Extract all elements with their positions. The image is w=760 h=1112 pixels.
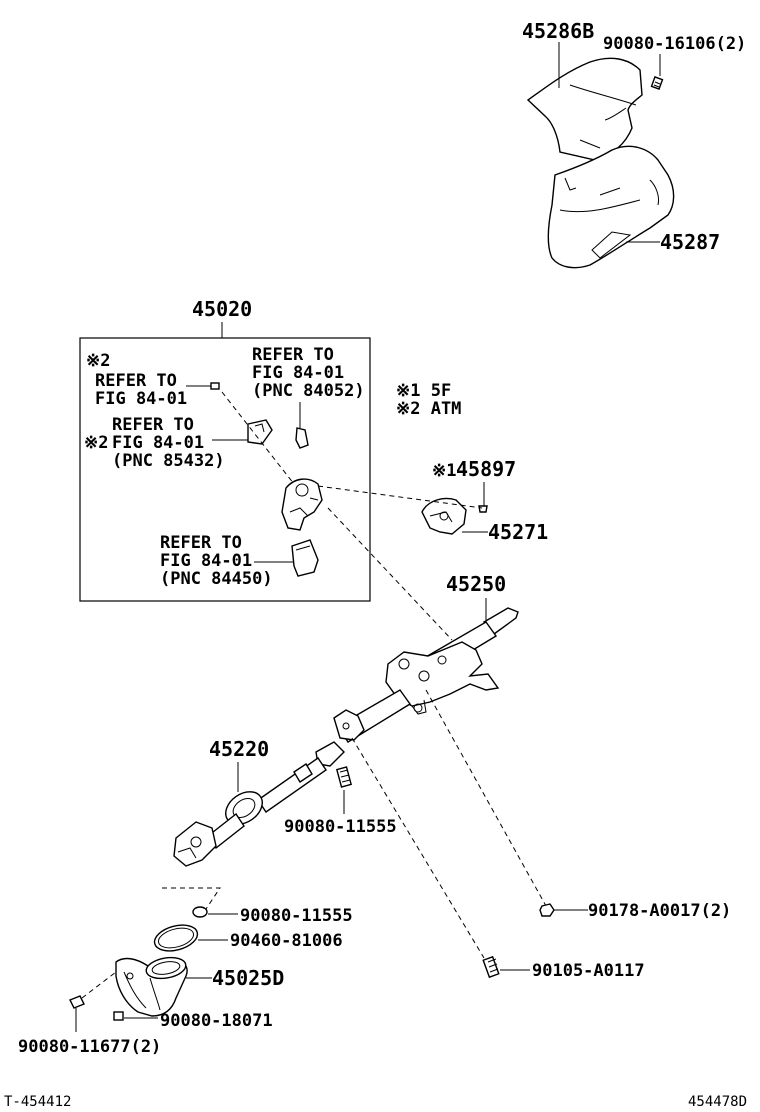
ref-85432-mark: ※2 <box>84 433 108 453</box>
footer-illustration-code: T-454412 <box>4 1094 71 1110</box>
upper-column-cover <box>526 57 643 161</box>
pin-45897 <box>478 505 488 513</box>
bracket-45271 <box>421 497 467 535</box>
label-45220: 45220 <box>209 737 269 761</box>
label-45020: 45020 <box>192 297 252 321</box>
lower-column-cover <box>547 145 675 269</box>
note-2a-line1: REFER TO <box>95 371 177 391</box>
steering-column-45250 <box>333 607 519 743</box>
dashed-bolt-to-boot <box>81 971 117 999</box>
label-45025D: 45025D <box>212 966 284 990</box>
switch-85432 <box>247 419 273 445</box>
ref-84052-line3: (PNC 84052) <box>252 381 365 401</box>
ref-85432-line3: (PNC 85432) <box>112 451 225 471</box>
label-45897-mark: ※1 <box>432 461 456 481</box>
label-90080-11555-lower: 90080-11555 <box>240 906 353 926</box>
ref-84052-line2: FIG 84-01 <box>252 363 344 383</box>
sensor-84052 <box>295 427 309 449</box>
footer-reference-code: 454478D <box>688 1094 747 1110</box>
note-mark-2a: ※2 <box>86 351 110 371</box>
assembly-box-45020 <box>79 337 371 602</box>
label-90080-11677: 90080-11677(2) <box>18 1037 161 1057</box>
legend-2: ※2 ATM <box>396 399 461 419</box>
label-90080-16106: 90080-16106(2) <box>603 34 746 54</box>
key-cylinder-84450 <box>291 539 319 577</box>
ref-84450-line3: (PNC 84450) <box>160 569 273 589</box>
label-45271: 45271 <box>488 520 548 544</box>
ref-84450-line1: REFER TO <box>160 533 242 553</box>
label-45250: 45250 <box>446 572 506 596</box>
label-90460-81006: 90460-81006 <box>230 931 343 951</box>
dashed-housing-to-column <box>327 507 453 641</box>
screw-90080-16106 <box>650 76 664 90</box>
label-90178-A0017: 90178-A0017(2) <box>588 901 731 921</box>
bolt-90105-A0117 <box>482 955 500 979</box>
ref-85432-line1: REFER TO <box>112 415 194 435</box>
intermediate-shaft-45220 <box>173 741 345 867</box>
bolt-90080-11555-upper <box>335 766 353 788</box>
dashed-screw-to-housing <box>221 391 295 485</box>
label-45286B: 45286B <box>522 19 594 43</box>
ref-84450-line2: FIG 84-01 <box>160 551 252 571</box>
ref-85432-line2: FIG 84-01 <box>112 433 204 453</box>
dashed-shaft-to-boot <box>162 887 221 913</box>
steering-lock-housing <box>281 478 323 531</box>
label-45287: 45287 <box>660 230 720 254</box>
legend-1: ※1 5F <box>396 381 451 401</box>
ring-90460-81006 <box>153 924 199 952</box>
dashed-bracket-to-nut <box>425 689 547 907</box>
label-90105-A0117: 90105-A0117 <box>532 961 645 981</box>
label-45897: 45897 <box>456 457 516 481</box>
clip-90080-18071 <box>113 1011 124 1021</box>
bolt-90080-11677 <box>69 995 85 1009</box>
dashed-housing-to-45897 <box>317 485 483 509</box>
nut-90178-A0017 <box>539 903 555 917</box>
note-2a-line2: FIG 84-01 <box>95 389 187 409</box>
label-90080-11555-upper: 90080-11555 <box>284 817 397 837</box>
dashed-bracket-to-bolt <box>351 737 485 959</box>
small-screw-top <box>210 382 220 390</box>
column-hole-cover-45025D <box>115 956 188 1017</box>
label-90080-18071: 90080-18071 <box>160 1011 273 1031</box>
bolt-90080-11555-lower <box>192 906 208 918</box>
ref-84052-line1: REFER TO <box>252 345 334 365</box>
